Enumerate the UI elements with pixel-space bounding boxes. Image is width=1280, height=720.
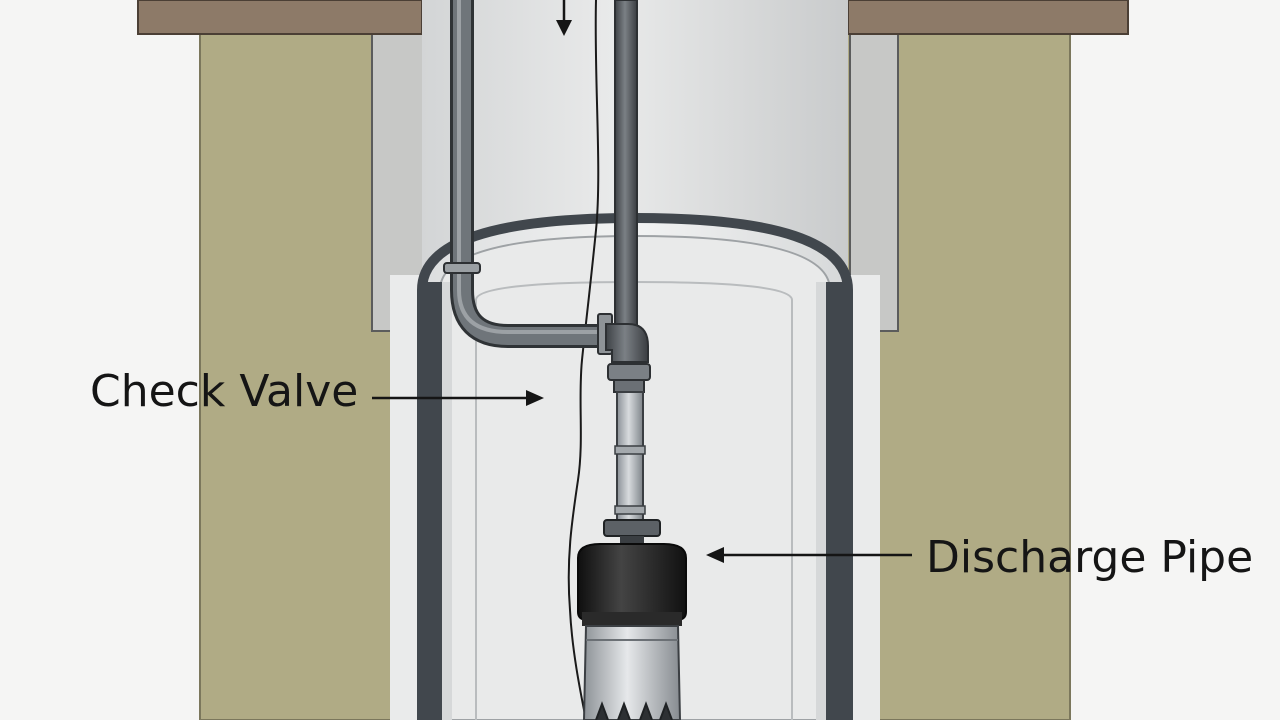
pump-body xyxy=(582,625,682,720)
power-cord xyxy=(567,0,600,720)
arrow-down-icon xyxy=(556,0,572,36)
upper-flange xyxy=(607,363,651,381)
floor-slab-left xyxy=(137,0,423,35)
discharge-pipe xyxy=(616,391,644,523)
tee-fitting xyxy=(605,323,649,363)
discharge-pipe-joint-2 xyxy=(614,505,646,515)
upper-collar xyxy=(613,379,645,393)
floor-slab-right xyxy=(847,0,1129,35)
pump-base-vents xyxy=(595,701,673,720)
basin-liner-left xyxy=(442,282,452,720)
basin-liner-right xyxy=(816,282,826,720)
check-valve-arrow xyxy=(372,390,544,406)
discharge-pipe-arrow xyxy=(706,547,912,563)
discharge-riser xyxy=(614,0,638,331)
pump-cap-band xyxy=(582,612,682,626)
check-valve-label: Check Valve xyxy=(90,366,359,417)
basin-wall-right xyxy=(826,282,848,720)
pipe-clamp xyxy=(443,262,481,274)
pump-flange xyxy=(603,519,661,537)
discharge-pipe-joint xyxy=(614,445,646,455)
pump-flange-neck xyxy=(620,536,644,544)
discharge-pipe-label: Discharge Pipe xyxy=(926,532,1254,583)
basin-wall-left xyxy=(420,282,442,720)
pump-cap xyxy=(577,543,687,621)
vent-pipe-highlight xyxy=(457,0,606,334)
